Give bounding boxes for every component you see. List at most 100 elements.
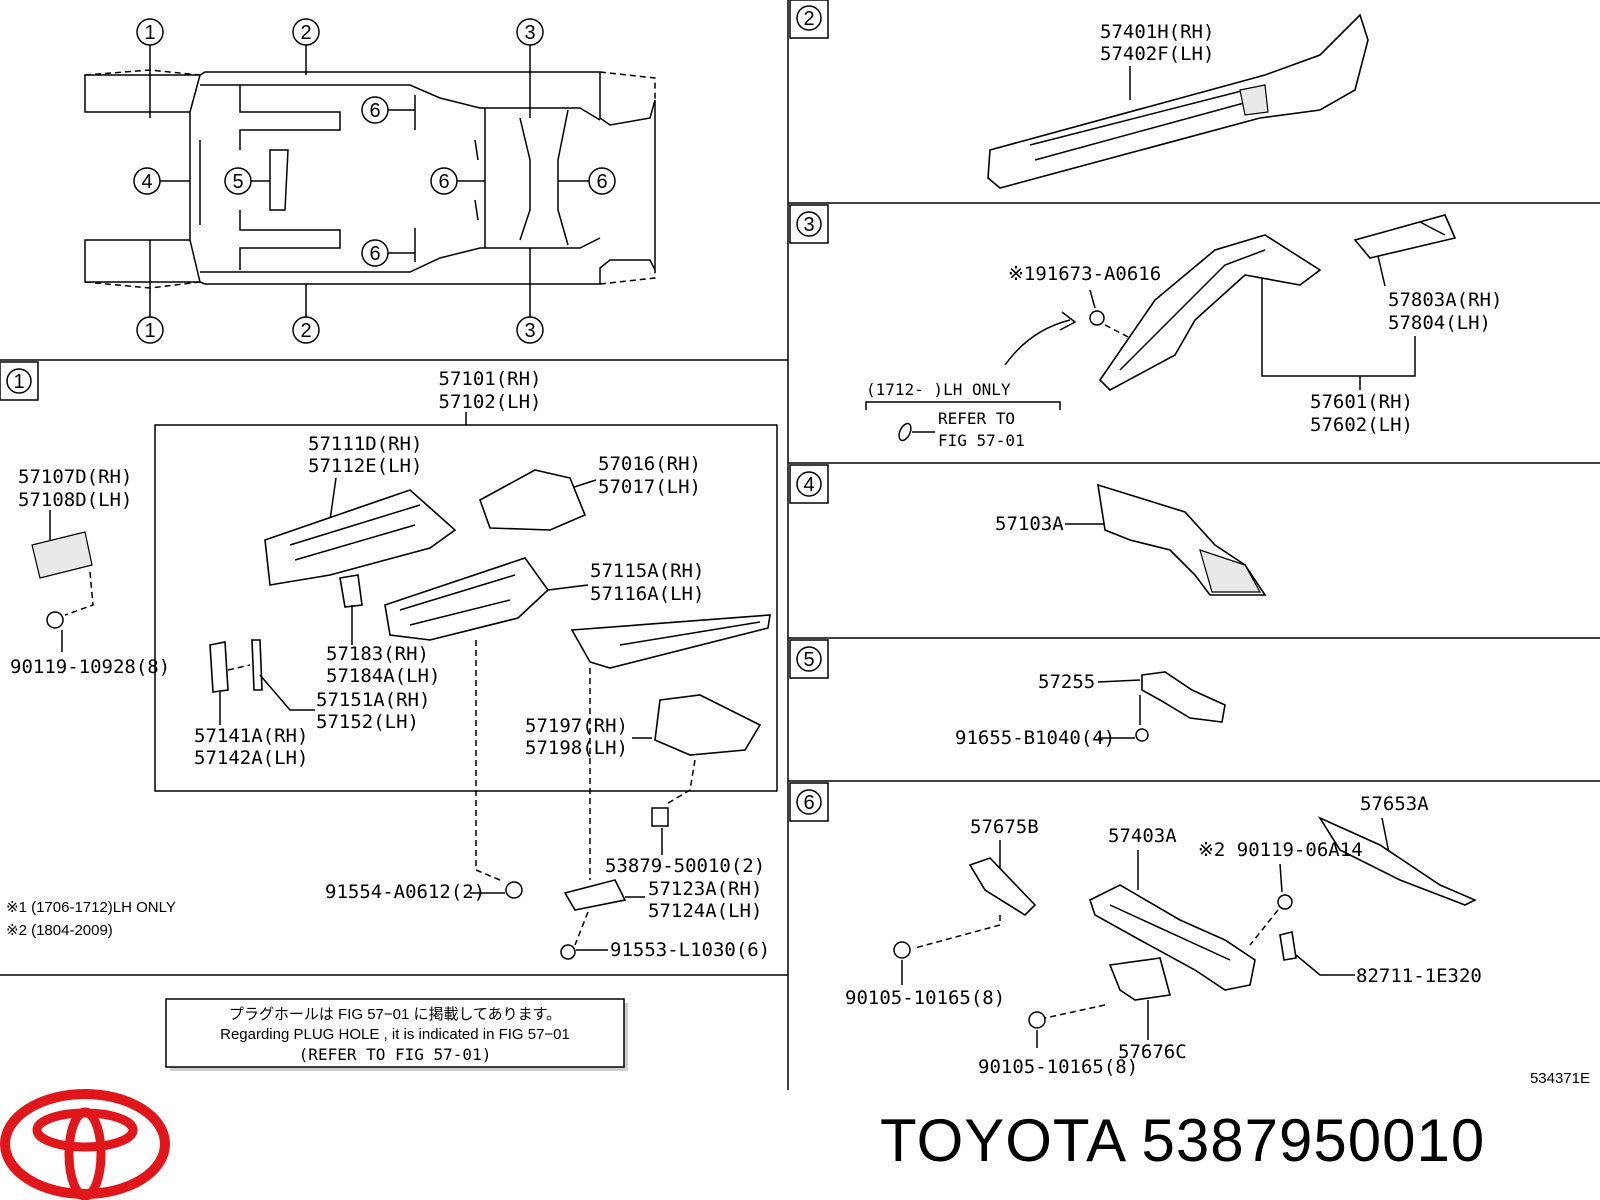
- svg-text:57402F(LH): 57402F(LH): [1100, 43, 1214, 65]
- svg-text:57017(LH): 57017(LH): [598, 476, 701, 498]
- svg-text:3: 3: [524, 22, 535, 44]
- bolt-91554: [505, 881, 523, 899]
- callout-2-top: 2: [292, 18, 320, 75]
- callout-6-c: 6: [558, 167, 616, 195]
- section-1: 57101(RH) 57102(LH) 57107D(RH) 57108D(LH…: [6, 368, 771, 1071]
- svg-text:57142A(LH): 57142A(LH): [194, 747, 308, 769]
- section-6: 57675B 90105-10165(8) 57403A 57653A ※2 9…: [845, 793, 1482, 1078]
- svg-text:2: 2: [803, 8, 814, 30]
- svg-text:57602(LH): 57602(LH): [1310, 414, 1413, 436]
- section-index-4: 4: [789, 464, 829, 504]
- label-57102: 57102(LH): [439, 391, 542, 413]
- svg-text:4: 4: [141, 171, 152, 193]
- label-91553: 91553-L1030(6): [610, 939, 770, 961]
- clip-82711: [1279, 931, 1297, 961]
- label-57197: 57197(RH): [525, 715, 628, 737]
- label-90119: 90119-10928(8): [10, 656, 170, 678]
- section-index-1: 1: [0, 361, 39, 401]
- svg-text:(REFER TO FIG 57-01): (REFER TO FIG 57-01): [299, 1045, 492, 1064]
- label-191673: ※191673-A0616: [1008, 263, 1161, 285]
- overview-callouts: 1 2 3 4 5 6 6 6 6 1 2 3: [133, 18, 616, 344]
- label-57601: 57601(RH): [1310, 391, 1413, 413]
- label-57675: 57675B: [970, 816, 1039, 838]
- svg-text:1: 1: [144, 22, 155, 44]
- svg-text:6: 6: [596, 171, 607, 193]
- label-90105-b: 90105-10165(8): [978, 1056, 1138, 1078]
- label-57101: 57101(RH): [439, 368, 542, 390]
- bolt-91655: [1135, 728, 1149, 742]
- label-53879: 53879-50010(2): [605, 855, 765, 877]
- svg-text:4: 4: [803, 474, 814, 496]
- part-57803: [1353, 214, 1457, 259]
- svg-text:プラグホールは FIG 57−01 に掲載してあります。: プラグホールは FIG 57−01 に掲載してあります。: [229, 1006, 561, 1023]
- part-57123-beam: [570, 614, 771, 669]
- bolt-90119-06a14: [1277, 894, 1293, 910]
- label-57401: 57401H(RH): [1100, 21, 1214, 43]
- brand-name: TOYOTA: [880, 1107, 1124, 1174]
- label-90119-06a14: ※2 90119-06A14: [1198, 839, 1363, 861]
- callout-5: 5: [224, 167, 270, 195]
- section-index-3: 3: [789, 204, 829, 244]
- part-57151: [251, 639, 263, 691]
- bolt-91553: [560, 944, 576, 960]
- svg-text:1: 1: [144, 320, 155, 342]
- callout-1-bottom: 1: [136, 240, 164, 344]
- svg-text:5: 5: [803, 649, 814, 671]
- callout-4: 4: [133, 167, 190, 195]
- callout-6-b: 6: [430, 167, 485, 195]
- part-57255: [1141, 671, 1226, 723]
- section-3: ※191673-A0616 57803A(RH) 57804(LH) 57601…: [865, 214, 1502, 450]
- svg-text:6: 6: [369, 243, 380, 265]
- part-57111: [264, 489, 457, 586]
- svg-text:5: 5: [232, 171, 243, 193]
- label-refer: REFER TO: [938, 409, 1015, 428]
- callout-2-bottom: 2: [292, 284, 320, 344]
- svg-text:57804(LH): 57804(LH): [1388, 312, 1491, 334]
- label-57653: 57653A: [1360, 793, 1429, 815]
- svg-text:6: 6: [803, 792, 814, 814]
- svg-text:FIG 57-01: FIG 57-01: [938, 431, 1025, 450]
- section-5: 57255 91655-B1040(4): [955, 671, 1226, 749]
- svg-text:3: 3: [524, 320, 535, 342]
- brand-part-title: TOYOTA 5387950010: [880, 1106, 1485, 1175]
- callout-6-a: 6: [361, 96, 415, 124]
- bolt-90105-a: [893, 941, 911, 959]
- label-lh-only: (1712- )LH ONLY: [866, 380, 1011, 399]
- label-82711: 82711-1E320: [1356, 965, 1482, 987]
- callout-1-top: 1: [136, 18, 164, 118]
- label-57151: 57151A(RH): [316, 689, 430, 711]
- svg-text:2: 2: [300, 320, 311, 342]
- label-57803: 57803A(RH): [1388, 289, 1502, 311]
- svg-text:57184A(LH): 57184A(LH): [326, 665, 440, 687]
- panel-frames: [0, 0, 1600, 1090]
- part-number: 5387950010: [1141, 1107, 1486, 1174]
- callout-3-top: 3: [516, 18, 544, 118]
- label-57403: 57403A: [1108, 825, 1177, 847]
- toyota-logo-icon: [0, 1089, 170, 1200]
- plug-hole-note: プラグホールは FIG 57−01 に掲載してあります。 Regarding P…: [165, 998, 628, 1071]
- bolt-90119: [46, 611, 64, 629]
- label-57123: 57123A(RH): [648, 878, 762, 900]
- section-index-2: 2: [789, 0, 829, 39]
- bolt-90105-b: [1028, 1011, 1046, 1029]
- label-57141: 57141A(RH): [194, 725, 308, 747]
- part-57676: [1108, 957, 1172, 1001]
- label-57103: 57103A: [995, 513, 1064, 535]
- label-57016: 57016(RH): [598, 453, 701, 475]
- callout-6-d: 6: [361, 239, 415, 267]
- svg-text:57108D(LH): 57108D(LH): [18, 489, 132, 511]
- part-57141: [209, 641, 229, 693]
- part-57107: [31, 531, 93, 579]
- part-57403: [1089, 884, 1256, 991]
- label-57111: 57111D(RH): [308, 433, 422, 455]
- svg-text:57116A(LH): 57116A(LH): [590, 583, 704, 605]
- label-57107: 57107D(RH): [18, 466, 132, 488]
- part-57401: [987, 13, 1369, 189]
- label-57676: 57676C: [1118, 1041, 1187, 1063]
- diagram-id: 534371E: [1530, 1070, 1590, 1087]
- svg-text:6: 6: [438, 171, 449, 193]
- part-57183: [339, 574, 363, 608]
- part-57653: [1317, 816, 1477, 906]
- section-index-6: 6: [789, 782, 829, 822]
